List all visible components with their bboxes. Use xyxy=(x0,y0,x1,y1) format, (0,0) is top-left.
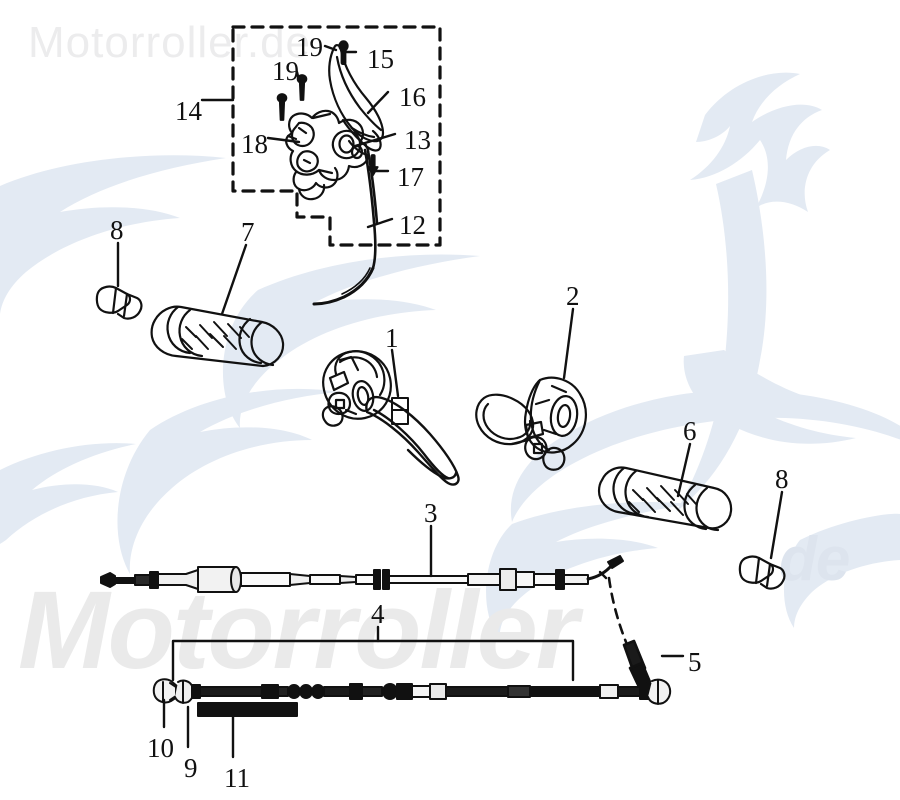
callout-16: 16 xyxy=(399,82,426,112)
leader-19b xyxy=(295,70,301,82)
callout-1: 1 xyxy=(385,323,399,353)
callout-8-right: 8 xyxy=(775,464,789,494)
callout-3: 3 xyxy=(424,498,438,528)
leader-18 xyxy=(266,136,301,144)
callout-9: 9 xyxy=(184,753,198,783)
callout-17: 17 xyxy=(397,162,424,192)
callout-18: 18 xyxy=(241,129,268,159)
callout-6: 6 xyxy=(683,416,697,446)
part-19-screw-b xyxy=(276,93,288,121)
part-8-right-bar-end-plug xyxy=(738,555,786,590)
callout-15: 15 xyxy=(367,44,394,74)
part-1-connector-block xyxy=(391,397,409,425)
callout-2: 2 xyxy=(566,281,580,311)
leader-2 xyxy=(562,307,575,380)
part-13-18-switch-housing-lower xyxy=(292,166,339,201)
callout-19b: 19 xyxy=(272,56,299,86)
leader-13 xyxy=(353,132,397,148)
leader-19a xyxy=(323,44,338,52)
callout-14: 14 xyxy=(175,96,202,126)
callout-10: 10 xyxy=(147,733,174,763)
leader-6 xyxy=(676,442,692,498)
part-8-left-bar-end-plug xyxy=(95,285,143,320)
callout-4: 4 xyxy=(371,599,385,629)
bracket-4 xyxy=(171,639,575,682)
part-12-cable-tail xyxy=(312,266,375,306)
leader-7 xyxy=(220,243,248,316)
callout-7: 7 xyxy=(241,217,255,247)
leader-16 xyxy=(366,90,390,115)
part-5-cable-end-connector xyxy=(607,576,652,689)
callout-13: 13 xyxy=(404,125,431,155)
part-12-cable-lead xyxy=(363,148,379,270)
callout-12: 12 xyxy=(399,210,426,240)
part-2-right-switch-assembly xyxy=(475,376,587,471)
leader-12 xyxy=(366,217,394,229)
part-1-brake-lever xyxy=(365,396,460,486)
callout-5: 5 xyxy=(688,647,702,677)
part-11-cable-sleeve xyxy=(197,702,298,717)
callout-19a: 19 xyxy=(296,32,323,62)
leader-lines xyxy=(116,44,784,759)
leader-1 xyxy=(390,348,400,398)
callout-11: 11 xyxy=(224,763,250,793)
part-6-right-grip xyxy=(597,466,733,532)
leader-8-right xyxy=(769,490,784,560)
part-4-lower-cable xyxy=(152,678,672,705)
watermark-big-text: Motorroller xyxy=(18,569,579,692)
part-12-cable-tail-inner xyxy=(341,267,371,295)
part-7-left-grip xyxy=(150,305,285,368)
dashed-group-box-14 xyxy=(231,25,442,247)
part-3-upper-cable xyxy=(100,555,624,593)
callout-8-left: 8 xyxy=(110,215,124,245)
part-1-left-switch-assembly xyxy=(321,350,392,427)
watermark-blue-text: de xyxy=(779,525,850,594)
